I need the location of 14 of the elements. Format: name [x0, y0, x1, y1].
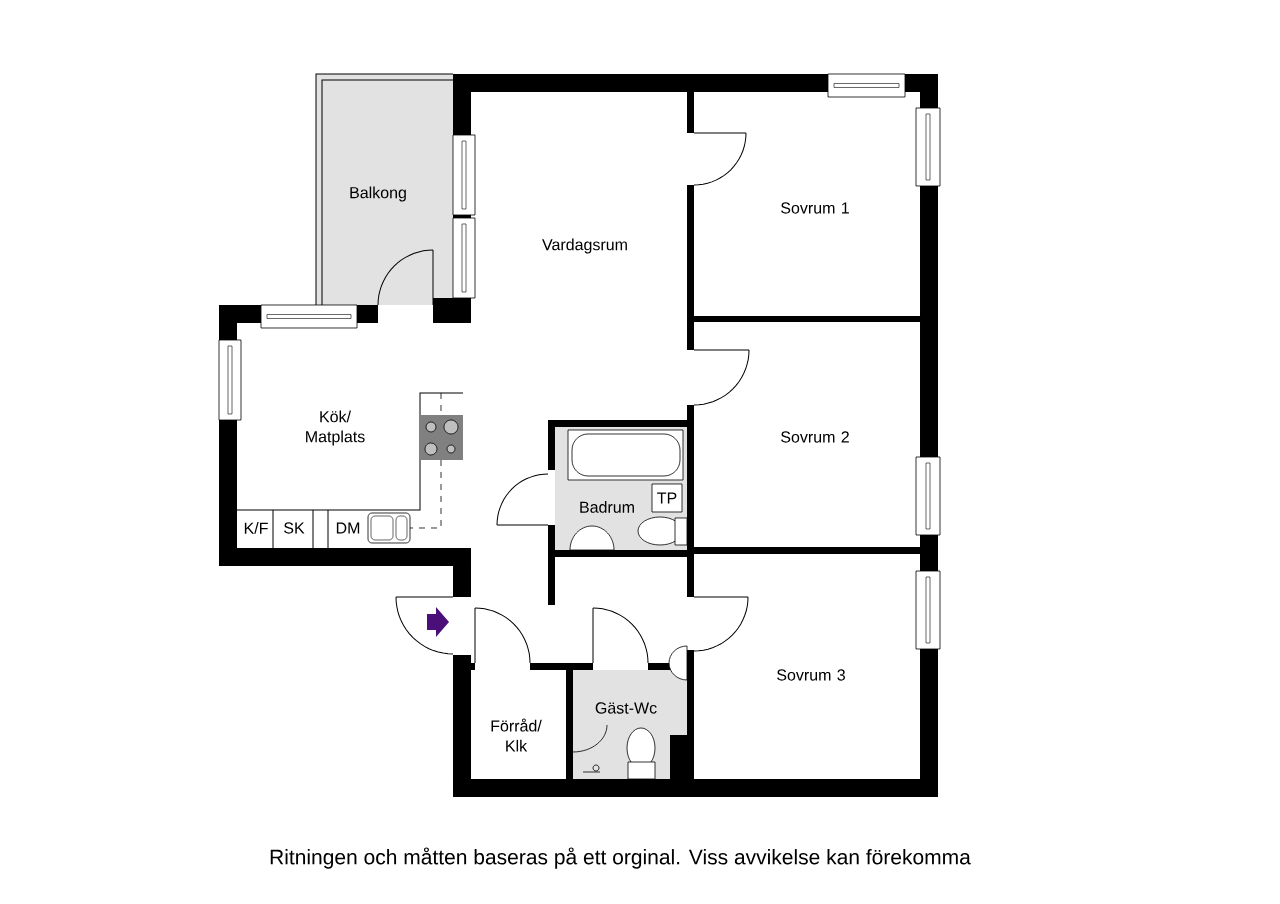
room-label: Sovrum 3	[777, 669, 845, 681]
room-label: Kök/ Matplats	[306, 410, 365, 446]
room-label: Gäst-Wc	[595, 702, 657, 714]
room-label: Balkong	[350, 186, 406, 202]
caption: Ritningen och måtten baseras på ett orginal. Viss avvikelse kan förekomma	[270, 847, 971, 869]
room-label: Badrum	[580, 501, 634, 513]
room-label: K/F	[244, 522, 268, 534]
tp-box: TP	[651, 483, 683, 513]
room-label: Vardagsrum	[542, 238, 627, 254]
room-label: Sovrum 2	[781, 431, 849, 443]
room-label: Förråd/ Klk	[491, 718, 542, 752]
room-label: Sovrum 1	[781, 202, 849, 214]
room-label: SK	[284, 522, 305, 534]
room-label: DM	[336, 522, 360, 534]
